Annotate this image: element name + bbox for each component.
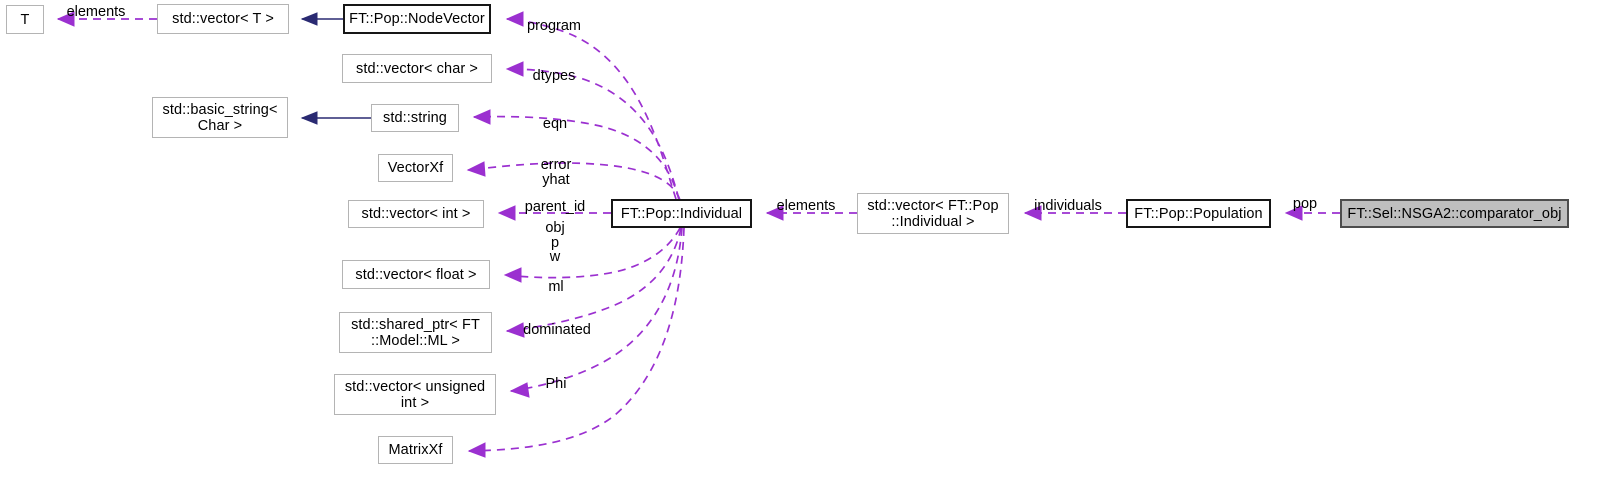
node-vector_indiv[interactable]: std::vector< FT::Pop ::Individual > (857, 193, 1009, 234)
arrowhead-path-matrixxf (467, 442, 486, 458)
arrowhead-path-individuals (1023, 205, 1042, 221)
node-vector_char[interactable]: std::vector< char > (342, 54, 492, 83)
edge-label-pop: pop (1292, 196, 1318, 212)
arrowhead-path-error-yhat (466, 161, 486, 177)
edge-label-elements-indiv: elements (776, 198, 836, 214)
edge-path-matrixxf (468, 227, 685, 452)
arrowhead-path-parent-id (497, 205, 516, 221)
edge-path-dominated (506, 227, 682, 332)
node-nodevector[interactable]: FT::Pop::NodeVector (343, 4, 491, 34)
node-shared_ptr_ml[interactable]: std::shared_ptr< FT ::Model::ML > (339, 312, 492, 353)
node-vector_int[interactable]: std::vector< int > (348, 200, 484, 228)
arrowhead-path-phi (509, 382, 530, 398)
edge-label-obj-p-w: obj p w (545, 220, 565, 265)
node-vector_float[interactable]: std::vector< float > (342, 260, 490, 289)
edge-path-program (506, 18, 677, 200)
arrowhead-path-dtypes (505, 61, 524, 77)
edge-label-parent-id: parent_id (524, 199, 586, 215)
arrowhead-path-inh-string (300, 111, 318, 125)
edge-label-individuals: individuals (1034, 198, 1102, 214)
edge-path-dtypes (506, 68, 680, 200)
node-vector_uint[interactable]: std::vector< unsigned int > (334, 374, 496, 415)
edge-path-ml (504, 227, 681, 279)
node-population[interactable]: FT::Pop::Population (1126, 199, 1271, 228)
arrowhead-path-ml (503, 267, 522, 283)
node-comparator[interactable]: FT::Sel::NSGA2::comparator_obj (1340, 199, 1569, 228)
node-vectorxf[interactable]: VectorXf (378, 154, 453, 182)
edge-label-ml: ml (548, 279, 564, 295)
arrowhead-path-elements-indiv (765, 205, 784, 221)
node-string[interactable]: std::string (371, 104, 459, 132)
node-matrixxf[interactable]: MatrixXf (378, 436, 453, 464)
edge-label-program: program (527, 18, 581, 34)
node-t[interactable]: T (6, 5, 44, 34)
edge-path-eqn (473, 115, 680, 201)
edge-label-phi: Phi (545, 376, 567, 392)
edge-label-error-yhat: error yhat (540, 157, 572, 188)
edge-path-phi (510, 227, 683, 392)
arrowhead-path-elements-t (56, 11, 75, 27)
edge-label-elements-t: elements (66, 4, 126, 20)
arrowhead-path-eqn (472, 109, 491, 125)
arrowhead-path-inh-nodevector (300, 12, 318, 26)
node-basic_string[interactable]: std::basic_string< Char > (152, 97, 288, 138)
arrowhead-path-program (505, 11, 524, 27)
edge-label-dtypes: dtypes (532, 68, 576, 84)
arrowhead-path-pop (1284, 205, 1303, 221)
edge-path-error-yhat (467, 162, 681, 201)
edge-label-dominated: dominated (523, 322, 591, 338)
arrowhead-path-dominated (505, 322, 525, 338)
edge-label-eqn: eqn (542, 116, 568, 132)
node-vector_t[interactable]: std::vector< T > (157, 4, 289, 34)
node-individual[interactable]: FT::Pop::Individual (611, 199, 752, 228)
